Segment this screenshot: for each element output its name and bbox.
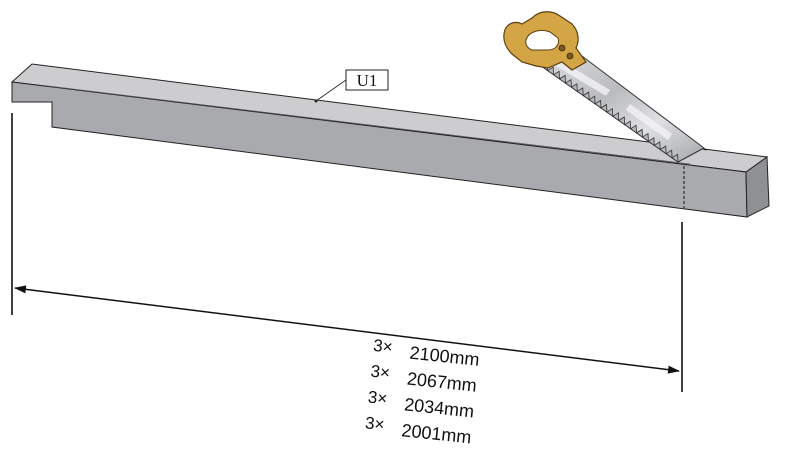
cut-count: 3× xyxy=(370,362,391,383)
part-label-leader xyxy=(315,79,347,102)
saw-screw xyxy=(566,52,574,60)
part-label-leader-dot xyxy=(314,99,318,103)
hand-saw-icon xyxy=(503,11,705,163)
timber-beam xyxy=(10,63,770,218)
cut-length: 2067mm xyxy=(406,368,478,395)
cut-count: 3× xyxy=(364,413,385,434)
saw-screw xyxy=(558,44,566,52)
cut-count: 3× xyxy=(372,336,393,357)
cut-count: 3× xyxy=(367,388,388,409)
saw-blade-shine xyxy=(556,60,672,140)
part-label-callout: U1 xyxy=(314,69,389,103)
cut-length: 2034mm xyxy=(403,394,475,421)
dimension-arrow xyxy=(11,113,683,392)
cut-list: 3× 2100mm 3× 2067mm 3× 2034mm 3× 2001mm xyxy=(364,336,481,448)
cut-length: 2001mm xyxy=(401,420,473,447)
beam-edge-line xyxy=(47,85,691,165)
dimension-line xyxy=(14,285,680,374)
saw-handle-hole xyxy=(525,29,559,51)
part-label-box xyxy=(345,69,389,91)
beam-end-face xyxy=(745,156,770,218)
cut-list-row: 3× 2001mm xyxy=(364,413,473,447)
cut-length: 2100mm xyxy=(409,343,481,370)
part-label: U1 xyxy=(357,71,378,90)
saw-teeth xyxy=(523,49,679,163)
